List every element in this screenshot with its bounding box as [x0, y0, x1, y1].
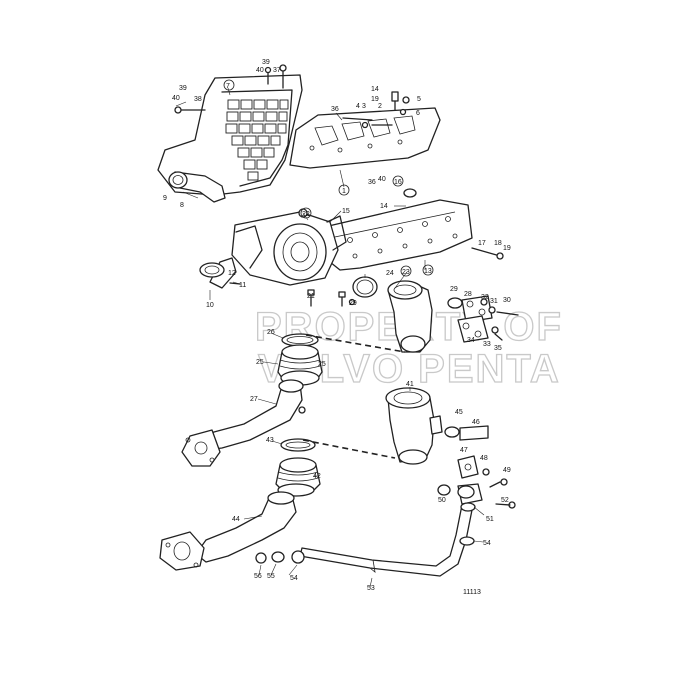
callout-50: 50 — [438, 497, 446, 504]
callout-12: 12 — [228, 270, 236, 277]
callout-43: 43 — [266, 437, 274, 444]
callout-23: 23 — [402, 269, 410, 276]
callout-9: 9 — [163, 195, 167, 202]
callout-4: 4 — [356, 103, 360, 110]
callout-54b: 54 — [483, 540, 491, 547]
callout-15: 15 — [342, 208, 350, 215]
callout-46: 46 — [472, 419, 480, 426]
callout-44: 44 — [232, 516, 240, 523]
callout-1-circle — [338, 184, 350, 196]
callout-56: 56 — [254, 573, 262, 580]
callout-48: 48 — [480, 455, 488, 462]
callout-35: 35 — [494, 345, 502, 352]
callout-13-circle — [422, 264, 434, 276]
callout-2: 2 — [378, 103, 382, 110]
lower-exhaust-pipe — [159, 491, 297, 571]
callout-49: 49 — [503, 467, 511, 474]
callout-14a: 14 — [371, 86, 379, 93]
callout-14b: 14 — [380, 203, 388, 210]
callout-40a: 40 — [172, 95, 180, 102]
callout-13: 13 — [424, 268, 432, 275]
leader-lines — [175, 87, 485, 588]
callout-47: 47 — [460, 447, 468, 454]
callout-40b: 40 — [256, 67, 264, 74]
callout-25a: 25 — [256, 359, 264, 366]
callout-36a: 36 — [331, 106, 339, 113]
callout-31: 31 — [490, 298, 498, 305]
callout-54a: 54 — [290, 575, 298, 582]
callout-1: 1 — [342, 188, 346, 195]
intake-manifold-cooler — [157, 64, 441, 203]
callout-25b: 25 — [318, 361, 326, 368]
callout-22: 22 — [302, 211, 310, 218]
callout-5: 5 — [417, 96, 421, 103]
callout-23-circle — [400, 265, 412, 277]
coolant-hose — [255, 502, 476, 577]
callout-3: 3 — [362, 103, 366, 110]
callout-21: 21 — [307, 293, 315, 300]
callout-40-top: 40 — [378, 176, 386, 183]
riser-elbow — [385, 387, 489, 465]
callout-7: 7 — [226, 83, 230, 90]
callout-16: 16 — [394, 179, 402, 186]
callout-36b: 36 — [368, 179, 376, 186]
callout-37: 37 — [273, 67, 281, 74]
callout-41: 41 — [406, 381, 414, 388]
callout-24: 24 — [386, 270, 394, 277]
cooler-core-grid — [225, 99, 289, 181]
right-lower-hardware — [437, 455, 516, 509]
right-hardware-group — [447, 295, 519, 343]
callout-51: 51 — [486, 516, 494, 523]
callout-27: 27 — [250, 396, 258, 403]
callout-29b: 29 — [450, 286, 458, 293]
callout-45: 45 — [455, 409, 463, 416]
callout-7-circle — [223, 79, 235, 91]
bellows-upper — [277, 333, 323, 386]
callout-10: 10 — [206, 302, 214, 309]
callout-53: 53 — [367, 585, 375, 592]
callout-39a: 39 — [179, 85, 187, 92]
callout-19a: 19 — [371, 96, 379, 103]
callout-26: 26 — [267, 329, 275, 336]
callout-18: 18 — [494, 240, 502, 247]
callout-17: 17 — [478, 240, 486, 247]
exhaust-downpipe — [181, 379, 306, 467]
callout-28: 28 — [464, 291, 472, 298]
callout-19b: 19 — [503, 245, 511, 252]
callout-8: 8 — [180, 202, 184, 209]
callout-22-circle — [300, 207, 312, 219]
bellows-lower — [275, 438, 321, 497]
callout-38a: 38 — [194, 96, 202, 103]
callout-32: 32 — [481, 294, 489, 301]
callout-33: 33 — [483, 341, 491, 348]
callout-52: 52 — [501, 497, 509, 504]
callout-11: 11 — [239, 282, 246, 289]
drawing-reference-number: 11113 — [463, 589, 481, 596]
callout-55: 55 — [267, 573, 275, 580]
callout-29a: 29 — [349, 300, 357, 307]
callout-6: 6 — [416, 110, 420, 117]
callout-39b: 39 — [262, 59, 270, 66]
callout-30: 30 — [503, 297, 511, 304]
callouts: 39 40 37 7 39 40 38 36 14 19 2 4 3 5 6 1… — [163, 59, 511, 592]
upper-elbow — [387, 280, 433, 353]
callout-34: 34 — [467, 337, 475, 344]
callout-16-circle — [392, 175, 404, 187]
callout-42: 42 — [313, 473, 321, 480]
